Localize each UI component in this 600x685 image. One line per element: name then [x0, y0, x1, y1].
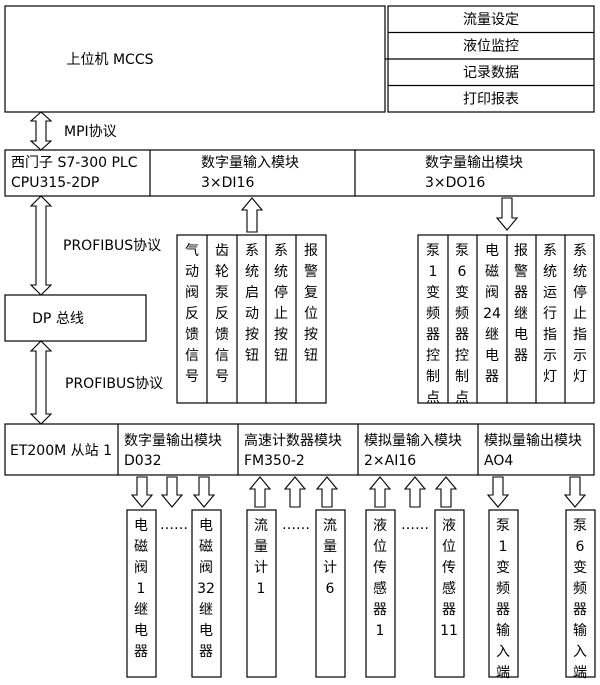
di-input-label: 系统启动按钮	[245, 243, 259, 364]
di-input-label: 报警复位按钮	[304, 243, 318, 364]
ao-output-arrow-2	[563, 476, 587, 508]
profibus-protocol-label-upper: PROFIBUS协议	[63, 238, 161, 254]
ai-input-arrow-3	[434, 476, 458, 508]
et-module-title-ao: 模拟量输出模块	[484, 433, 582, 449]
function-item-print-report: 打印报表	[463, 91, 519, 108]
do32-output-arrow-1	[130, 476, 154, 508]
di-input-up-arrow	[240, 197, 264, 233]
do32-output-arrow-3	[192, 476, 216, 508]
di-input-label: 气动阀反馈信号	[185, 243, 199, 385]
counter-input-arrow-1	[248, 476, 272, 508]
function-item-flow-setting: 流量设定	[463, 12, 519, 28]
profibus-protocol-label-lower: PROFIBUS协议	[65, 376, 163, 392]
et-module-code-ai: 2×AI16	[364, 453, 416, 469]
function-item-record-data: 记录数据	[463, 65, 519, 81]
ao-output-arrow-1	[486, 476, 510, 508]
field-device-box-flowmeter6	[315, 509, 346, 678]
di-input-label: 系统停止按钮	[274, 243, 288, 364]
do-output-signals	[417, 234, 595, 404]
di-input-label: 齿轮泵反馈信号	[215, 243, 229, 385]
do-module-count: 3×DO16	[425, 175, 485, 191]
host-computer-group: 上位机 MCCS 流量设定 液位监控 记录数据 打印报表	[4, 5, 595, 113]
do-output-signals-box	[417, 234, 595, 404]
field-device-box-level1	[365, 509, 396, 678]
dp-bus-label: DP 总线	[32, 311, 84, 327]
plc-box	[4, 149, 595, 197]
et-module-title-counter: 高速计数器模块	[244, 432, 342, 449]
profibus-double-arrow-lower	[29, 340, 53, 425]
et200m-box	[4, 423, 595, 476]
ellipsis-ai: ……	[401, 517, 429, 533]
di-input-signals	[176, 234, 327, 404]
field-device-box-pump1	[488, 509, 519, 678]
plc-cpu-label: CPU315-2DP	[11, 175, 99, 191]
et200m-station-label: ET200M 从站 1	[10, 443, 112, 459]
ellipsis-counter: ……	[282, 517, 310, 533]
do-output-label: 报警器继电器	[514, 243, 528, 364]
plc-group: 西门子 S7-300 PLC CPU315-2DP 数字量输入模块 3×DI16…	[4, 149, 595, 197]
counter-input-arrow-3	[315, 476, 339, 508]
field-device-box-level11	[434, 509, 465, 678]
counter-input-arrow-2	[283, 476, 307, 508]
profibus-double-arrow-upper	[29, 195, 53, 296]
di-input-signals-box	[176, 234, 327, 404]
ellipsis-do: ……	[160, 517, 188, 533]
field-device-box-pump6	[565, 509, 596, 678]
host-computer-label: 上位机 MCCS	[67, 52, 154, 68]
do32-output-arrow-2	[160, 476, 184, 508]
ai-input-arrow-2	[403, 476, 427, 508]
field-device-box-valve32	[191, 509, 222, 678]
mpi-double-arrow	[29, 111, 53, 151]
host-computer-box	[4, 5, 386, 113]
field-device-box-flowmeter1	[246, 509, 277, 678]
et200m-group: ET200M 从站 1 数字量输出模块 D032 高速计数器模块 FM350-2…	[4, 423, 595, 476]
do-output-label: 系统运行指示灯	[543, 243, 557, 385]
plc-model-label: 西门子 S7-300 PLC	[11, 155, 138, 171]
et-module-code-ao: AO4	[484, 453, 513, 469]
et-module-code-do: D032	[124, 453, 162, 469]
et-module-code-counter: FM350-2	[244, 453, 305, 469]
do-output-label: 系统停止指示灯	[573, 243, 587, 385]
do-module-title: 数字量输出模块	[425, 155, 523, 171]
function-item-level-monitor: 液位监控	[463, 39, 519, 55]
et-module-title-do: 数字量输出模块	[124, 433, 222, 449]
et-module-title-ai: 模拟量输入模块	[364, 433, 462, 449]
dp-bus-box	[4, 294, 147, 342]
di-module-count: 3×DI16	[201, 175, 254, 191]
mpi-protocol-label: MPI协议	[64, 124, 117, 140]
do-output-down-arrow	[495, 197, 519, 231]
field-device-box-valve1	[126, 509, 157, 678]
ai-input-arrow-1	[368, 476, 392, 508]
di-module-title: 数字量输入模块	[201, 155, 299, 171]
